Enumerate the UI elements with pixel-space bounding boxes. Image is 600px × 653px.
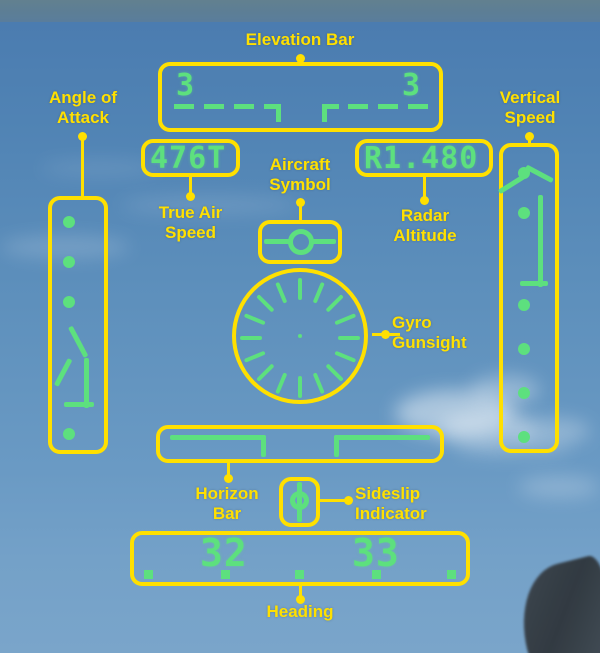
gyro-gunsight-leader-dot bbox=[381, 330, 390, 339]
gyro-gunsight-ring bbox=[232, 268, 368, 404]
horizon-line-right bbox=[334, 435, 430, 440]
vs-scale-dot bbox=[518, 387, 530, 399]
cloud bbox=[120, 196, 300, 214]
aircraft-symbol-box bbox=[258, 220, 342, 264]
radar-altitude-label: Radar Altitude bbox=[393, 206, 457, 245]
aoa-scale-dot bbox=[63, 296, 75, 308]
aircraft-symbol-wing-right bbox=[310, 239, 336, 244]
angle-of-attack-box bbox=[48, 196, 108, 454]
elevation-bar-box: 3 3 bbox=[158, 62, 443, 132]
aircraft-symbol-leader-line bbox=[299, 202, 302, 220]
elevation-ladder-tick-left bbox=[276, 104, 281, 122]
radar-altitude-box: R1.480 bbox=[355, 139, 493, 177]
heading-leader-dot bbox=[296, 595, 305, 604]
cloud bbox=[40, 160, 160, 176]
elevation-dash bbox=[204, 104, 224, 109]
vertical-speed-leader-line bbox=[528, 136, 531, 145]
vs-scale-dot bbox=[518, 299, 530, 311]
heading-label: Heading bbox=[266, 602, 334, 621]
elevation-dash bbox=[378, 104, 398, 109]
sideslip-indicator-leader-dot bbox=[344, 496, 353, 505]
elevation-dash bbox=[408, 104, 428, 109]
gyro-gunsight-label: Gyro Gunsight bbox=[392, 313, 467, 352]
true-air-speed-value: 476T bbox=[150, 141, 227, 176]
vs-scale-dot bbox=[518, 343, 530, 355]
gyro-gunsight-tick bbox=[298, 336, 302, 398]
horizon-tick-left bbox=[261, 435, 266, 457]
aircraft-symbol-label: Aircraft Symbol bbox=[269, 155, 331, 194]
aoa-scale-dot bbox=[63, 428, 75, 440]
vs-pointer-stem bbox=[538, 195, 543, 287]
true-air-speed-box: 476T bbox=[141, 139, 240, 177]
sideslip-vertical-line bbox=[297, 482, 302, 522]
horizon-bar-leader-dot bbox=[224, 474, 233, 483]
vs-scale-dot bbox=[518, 431, 530, 443]
vertical-speed-label: Vertical Speed bbox=[499, 88, 561, 127]
aoa-scale-dot bbox=[63, 256, 75, 268]
elevation-dash bbox=[174, 104, 194, 109]
sideslip-indicator-box bbox=[279, 477, 320, 527]
elevation-value-left: 3 bbox=[176, 68, 196, 103]
horizon-tick-right bbox=[334, 435, 339, 457]
heading-tick bbox=[447, 570, 456, 579]
radar-altitude-value: R1.480 bbox=[364, 141, 479, 176]
elevation-dash bbox=[264, 104, 281, 109]
elevation-bar-label: Elevation Bar bbox=[245, 30, 355, 49]
heading-tick bbox=[372, 570, 381, 579]
radar-altitude-leader-dot bbox=[420, 196, 429, 205]
elevation-dash bbox=[348, 104, 368, 109]
elevation-dash bbox=[322, 104, 339, 109]
horizon-bar-box bbox=[156, 425, 444, 463]
angle-of-attack-leader-line bbox=[81, 136, 84, 198]
horizon-bar-leader-line bbox=[227, 463, 230, 478]
true-air-speed-leader-line bbox=[189, 177, 192, 195]
aoa-pointer-lower bbox=[53, 358, 73, 387]
heading-tick bbox=[295, 570, 304, 579]
aoa-scale-dot bbox=[63, 216, 75, 228]
aoa-pointer-stem bbox=[84, 358, 89, 408]
gyro-gunsight-center-pip bbox=[298, 334, 302, 338]
aoa-pointer-upper bbox=[68, 325, 89, 359]
elevation-dash bbox=[234, 104, 254, 109]
vs-pointer-upper bbox=[497, 173, 528, 195]
true-air-speed-leader-dot bbox=[186, 192, 195, 201]
radar-altitude-leader-line bbox=[423, 177, 426, 199]
cloud bbox=[518, 476, 600, 498]
cloud bbox=[0, 236, 130, 258]
vs-scale-dot bbox=[518, 207, 530, 219]
heading-value-right: 33 bbox=[352, 531, 400, 575]
top-dark-band bbox=[0, 0, 600, 22]
angle-of-attack-label: Angle of Attack bbox=[49, 88, 117, 127]
aircraft-symbol-wing-left bbox=[264, 239, 290, 244]
elevation-ladder-tick-right bbox=[322, 104, 327, 122]
sideslip-indicator-label: Sideslip Indicator bbox=[355, 484, 427, 523]
vs-pointer-base bbox=[520, 281, 548, 286]
sideslip-indicator-leader-line bbox=[320, 499, 352, 502]
aircraft-nose-part bbox=[508, 553, 600, 653]
gyro-gunsight-tick bbox=[256, 335, 303, 382]
heading-box: 32 33 bbox=[130, 531, 470, 586]
vertical-speed-box bbox=[497, 143, 559, 453]
true-air-speed-label: True Air Speed bbox=[158, 203, 223, 242]
heading-tick bbox=[144, 570, 153, 579]
elevation-value-right: 3 bbox=[401, 68, 421, 103]
aoa-pointer-base bbox=[64, 402, 94, 407]
horizon-line-left bbox=[170, 435, 266, 440]
heading-leader-line bbox=[299, 586, 302, 600]
heading-tick bbox=[221, 570, 230, 579]
heading-value-left: 32 bbox=[200, 531, 248, 575]
horizon-bar-label: Horizon Bar bbox=[195, 484, 259, 523]
